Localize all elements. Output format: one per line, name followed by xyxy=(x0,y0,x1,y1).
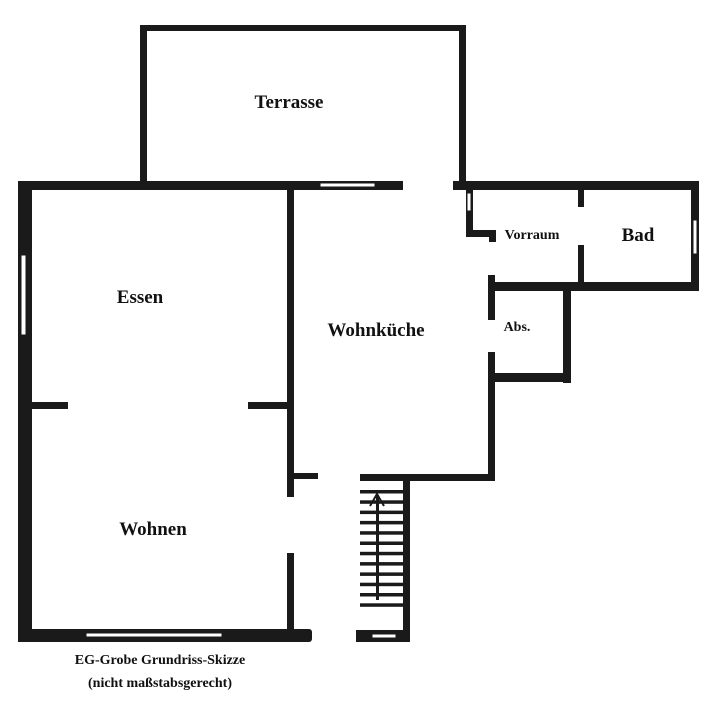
window xyxy=(20,254,27,336)
window xyxy=(319,182,376,188)
stair-step xyxy=(360,490,403,494)
stair-step xyxy=(360,593,403,597)
window xyxy=(371,633,397,639)
room-label-abs: Abs. xyxy=(503,320,531,335)
stair-step xyxy=(360,520,403,525)
terrace-wall-right xyxy=(459,25,466,185)
stair-step xyxy=(360,531,403,535)
terrace-wall-top xyxy=(140,25,466,31)
interior-wall xyxy=(287,190,294,497)
interior-wall-lower xyxy=(287,553,294,633)
staircase xyxy=(356,474,410,642)
window xyxy=(85,632,223,638)
top-wall-right xyxy=(453,181,699,190)
top-wall-left xyxy=(18,181,403,190)
room-label-wohnen: Wohnen xyxy=(119,519,187,540)
caption-line1: EG-Grobe Grundriss-Skizze xyxy=(74,653,246,668)
room-label-vorraum: Vorraum xyxy=(504,228,560,243)
room-label-terrasse: Terrasse xyxy=(254,92,324,113)
terrace-wall-left xyxy=(140,25,147,185)
room-label-bad: Bad xyxy=(621,225,655,246)
stair-step xyxy=(360,541,403,545)
stair-step xyxy=(360,603,403,607)
room-label-essen: Essen xyxy=(116,287,164,308)
stair-step xyxy=(360,572,403,576)
stair-step xyxy=(360,582,403,587)
window xyxy=(466,192,472,212)
stair-step xyxy=(360,562,403,566)
window xyxy=(692,219,698,255)
left-outer-wall xyxy=(18,181,32,642)
room-label-wohnkueche: Wohnküche xyxy=(327,320,425,341)
stair-step xyxy=(360,551,403,556)
caption-line2: (nicht maßstabsgerecht) xyxy=(87,676,233,691)
stair-step xyxy=(360,510,403,515)
